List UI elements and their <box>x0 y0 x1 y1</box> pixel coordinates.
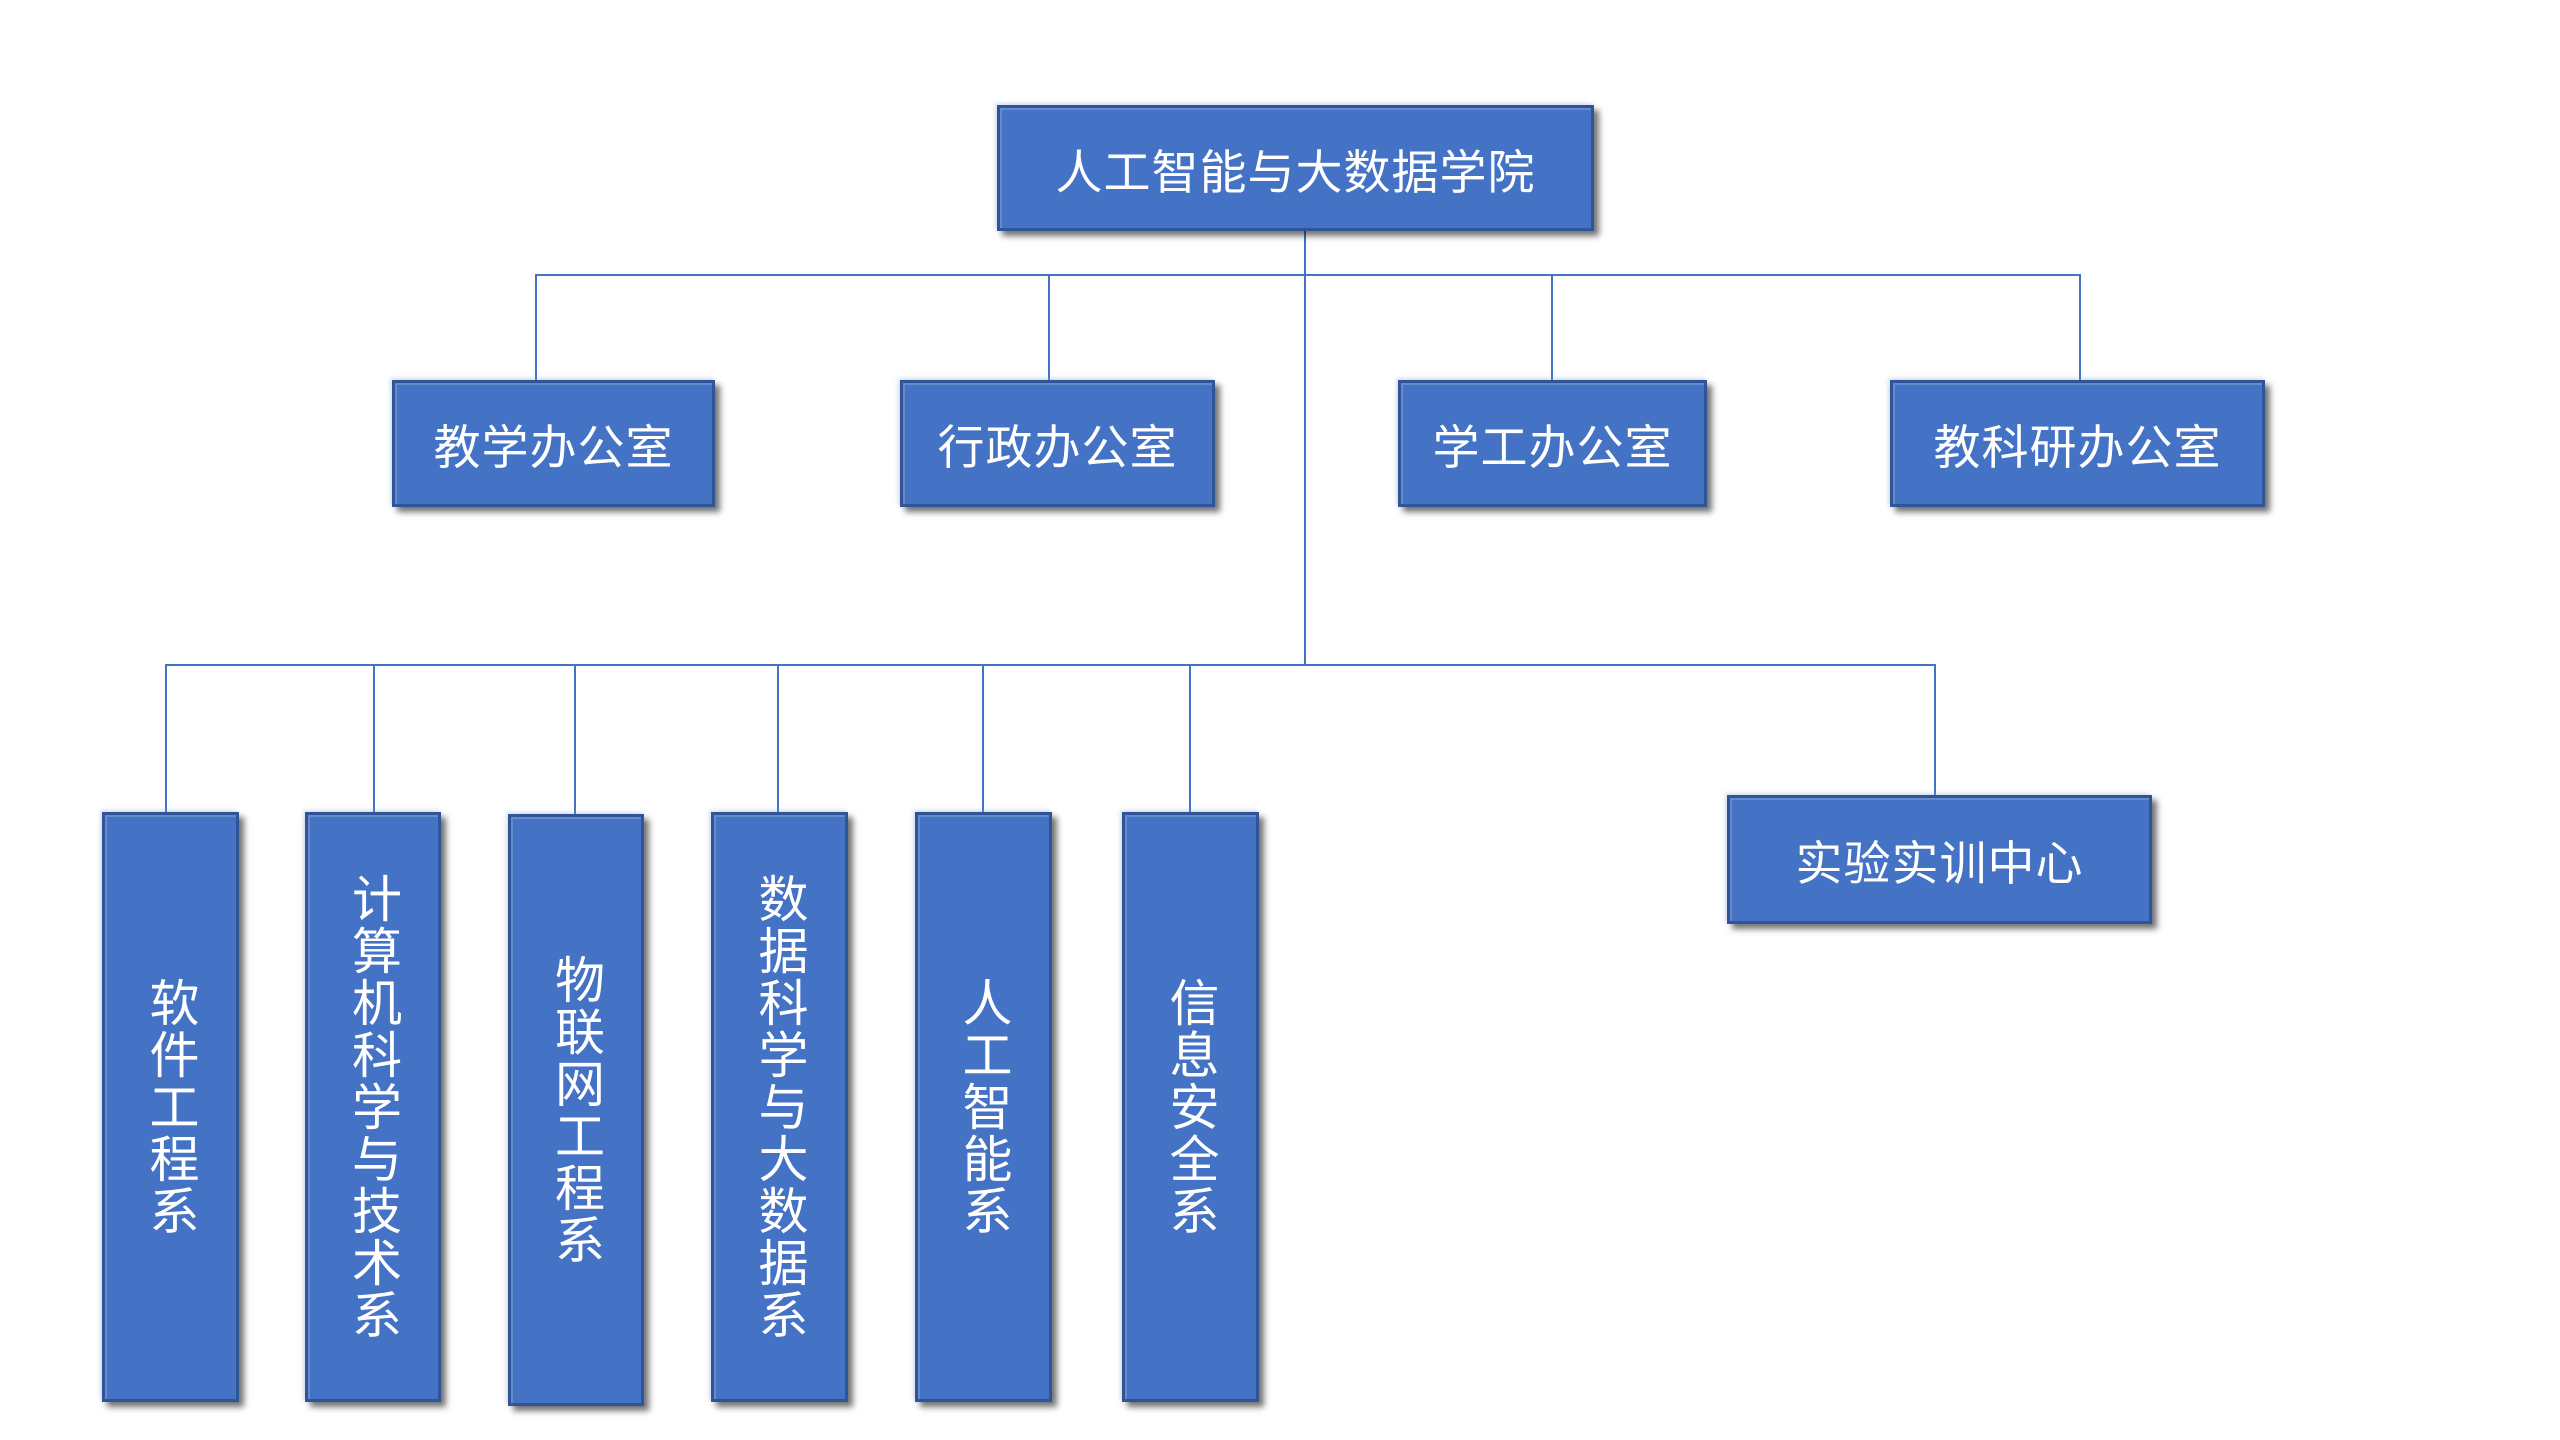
root-node: 人工智能与大数据学院 <box>997 105 1594 231</box>
office-label: 学工办公室 <box>1432 421 1673 476</box>
department-label: 物联网工程系 <box>547 954 605 1266</box>
office-label: 行政办公室 <box>937 421 1178 476</box>
connector-root-trunk <box>1304 230 1306 666</box>
office-node-research: 教科研办公室 <box>1890 380 2265 507</box>
department-label: 数据科学与大数据系 <box>750 873 809 1341</box>
connector-departments-bus <box>165 664 1935 666</box>
department-node-information-security: 信息安全系 <box>1122 812 1259 1402</box>
connector-dept-6 <box>1189 664 1191 814</box>
department-label: 软件工程系 <box>141 977 200 1237</box>
department-node-software-engineering: 软件工程系 <box>102 812 239 1402</box>
connector-office-3 <box>1551 274 1553 382</box>
connector-office-4 <box>2079 274 2081 382</box>
department-node-data-science: 数据科学与大数据系 <box>711 812 848 1402</box>
department-node-iot-engineering: 物联网工程系 <box>508 814 644 1406</box>
office-node-student-affairs: 学工办公室 <box>1398 380 1707 507</box>
center-label: 实验实训中心 <box>1795 837 2084 892</box>
department-label: 计算机科学与技术系 <box>344 873 402 1341</box>
connector-office-2 <box>1048 274 1050 382</box>
department-label: 信息安全系 <box>1161 977 1220 1237</box>
root-label: 人工智能与大数据学院 <box>1055 145 1536 201</box>
connector-dept-4 <box>777 664 779 814</box>
department-label: 人工智能系 <box>954 977 1013 1237</box>
connector-dept-1 <box>165 664 167 814</box>
center-node-lab-training: 实验实训中心 <box>1727 795 2152 924</box>
connector-dept-2 <box>373 664 375 814</box>
connector-offices-bus <box>535 274 2081 276</box>
department-node-computer-science: 计算机科学与技术系 <box>305 812 441 1402</box>
office-label: 教科研办公室 <box>1933 421 2222 476</box>
connector-center <box>1934 664 1936 797</box>
connector-dept-5 <box>982 664 984 814</box>
office-label: 教学办公室 <box>433 421 674 476</box>
office-node-teaching: 教学办公室 <box>392 380 715 507</box>
connector-dept-3 <box>574 664 576 814</box>
office-node-administration: 行政办公室 <box>900 380 1215 507</box>
department-node-artificial-intelligence: 人工智能系 <box>915 812 1052 1402</box>
connector-office-1 <box>535 274 537 382</box>
